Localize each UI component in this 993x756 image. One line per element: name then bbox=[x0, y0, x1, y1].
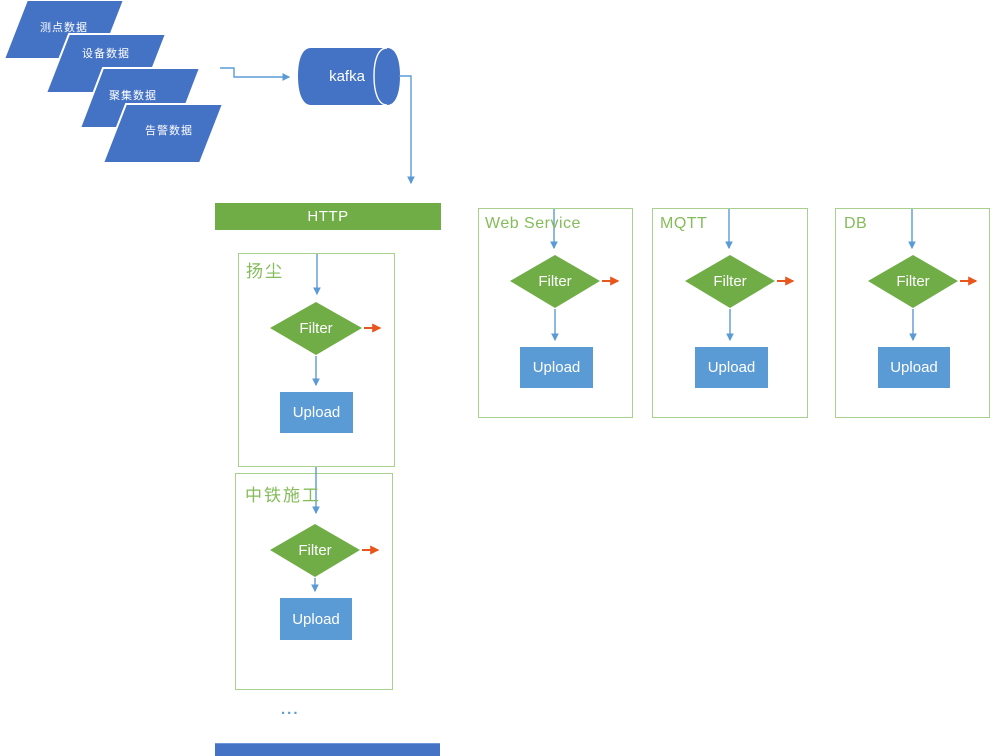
filter-label-mqtt: Filter bbox=[713, 272, 747, 290]
connector-kafka-to-http bbox=[399, 75, 415, 185]
source-label-juji: 聚集数据 bbox=[109, 90, 157, 102]
upload-box-webservice: Upload bbox=[520, 347, 593, 388]
source-label-cedian: 测点数据 bbox=[40, 22, 88, 34]
channel-title-webservice: Web Service bbox=[485, 215, 581, 232]
source-label-shebei: 设备数据 bbox=[82, 48, 130, 60]
upload-box-zhongtie: Upload bbox=[280, 598, 352, 640]
filter-label-webservice: Filter bbox=[538, 272, 572, 290]
filter-label-yangchen: Filter bbox=[299, 319, 333, 337]
bottom-bar bbox=[215, 743, 440, 756]
http-bar: HTTP bbox=[215, 203, 441, 230]
upload-box-db: Upload bbox=[878, 347, 950, 388]
http-bar-label: HTTP bbox=[307, 208, 349, 225]
upload-box-mqtt: Upload bbox=[695, 347, 768, 388]
upload-label: Upload bbox=[707, 359, 756, 376]
kafka-label: kafka bbox=[329, 67, 365, 85]
channel-box-mqtt bbox=[652, 208, 808, 418]
channel-box-db bbox=[835, 208, 990, 418]
channel-title-db: DB bbox=[844, 215, 868, 232]
upload-box-yangchen: Upload bbox=[280, 392, 353, 433]
source-label-gaojing: 告警数据 bbox=[145, 125, 193, 137]
connector-sources-to-kafka bbox=[220, 67, 291, 81]
channel-box-yangchen bbox=[238, 253, 395, 467]
upload-label: Upload bbox=[532, 359, 581, 376]
channel-title-zhongtie: 中铁施工 bbox=[245, 486, 321, 505]
upload-label: Upload bbox=[292, 404, 341, 421]
channel-title-yangchen: 扬尘 bbox=[246, 262, 284, 281]
channel-title-mqtt: MQTT bbox=[660, 215, 708, 232]
channel-box-zhongtie bbox=[235, 473, 393, 690]
filter-label-db: Filter bbox=[896, 272, 930, 290]
channel-box-webservice bbox=[478, 208, 633, 418]
more-channels-ellipsis: ... bbox=[281, 701, 300, 718]
upload-label: Upload bbox=[890, 359, 938, 376]
upload-label: Upload bbox=[292, 610, 340, 628]
filter-label-zhongtie: Filter bbox=[298, 541, 332, 559]
